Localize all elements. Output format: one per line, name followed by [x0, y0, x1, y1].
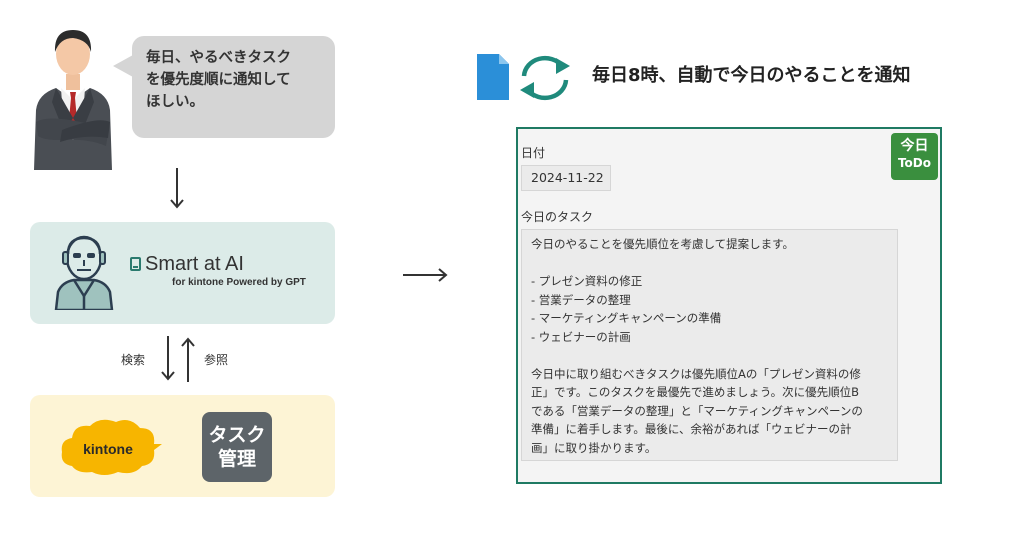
task-text-line: - プレゼン資料の修正 — [531, 274, 643, 288]
tasks-field-label: 今日のタスク — [521, 210, 594, 224]
task-text-line: - マーケティングキャンペーンの準備 — [531, 311, 722, 325]
task-text-line: である「営業データの整理」と「マーケティングキャンペーンの — [531, 403, 863, 418]
task-text-line: 正」です。このタスクを最優先で進めましょう。次に優先順位B — [531, 385, 860, 399]
reference-label: 参照 — [204, 353, 229, 367]
arrow-right-icon — [403, 268, 448, 282]
smart-at-ai-subtitle: for kintone Powered by GPT — [172, 277, 306, 288]
task-text-line: - ウェビナーの計画 — [531, 329, 631, 344]
arrow-down-icon — [161, 336, 175, 381]
speech-bubble-tail — [113, 55, 133, 77]
request-line: 毎日、やるべきタスク — [146, 50, 291, 66]
todo-badge-line2: ToDo — [897, 156, 932, 170]
task-text-line: - 営業データの整理 — [531, 292, 631, 307]
smart-at-ai-brand-name: Smart at AI — [145, 253, 244, 275]
notification-headline: 毎日8時、自動で今日のやることを通知 — [592, 65, 911, 86]
request-line: を優先度順に通知して — [146, 72, 291, 88]
kintone-logo: kintone — [61, 419, 162, 475]
task-text-line — [531, 346, 889, 365]
arrow-down-icon — [170, 168, 184, 209]
todo-app-badge: 今日 ToDo — [891, 133, 938, 180]
task-text-line: 画」に取り掛かります。 — [531, 440, 657, 455]
task-management-tile: タスク 管理 — [202, 412, 272, 482]
today-tasks-field[interactable]: 今日のやることを優先順位を考慮して提案します。 - プレゼン資料の修正 - 営業… — [521, 229, 898, 461]
search-label: 検索 — [121, 353, 146, 367]
request-speech-bubble: 毎日、やるべきタスク を優先度順に通知して ほしい。 — [132, 36, 335, 138]
task-text-line: 今日中に取り組むべきタスクは優先順位Aの「プレゼン資料の修 — [531, 366, 861, 381]
request-line: ほしい。 — [146, 94, 204, 110]
businessman-icon — [34, 30, 112, 170]
date-field-label: 日付 — [521, 146, 546, 160]
arrow-up-icon — [181, 337, 195, 382]
date-field[interactable]: 2024-11-22 — [521, 165, 611, 191]
smart-at-ai-logo-icon — [130, 257, 141, 271]
task-text-line: 今日のやることを優先順位を考慮して提案します。 — [531, 237, 795, 251]
task-tile-line: タスク — [208, 424, 266, 446]
todo-badge-line1: 今日 — [900, 138, 929, 154]
kintone-logo-text: kintone — [83, 441, 133, 457]
task-text-line — [531, 254, 889, 273]
sync-icon — [520, 55, 570, 101]
smart-at-ai-logo: Smart at AI — [130, 254, 330, 274]
task-tile-line: 管理 — [217, 448, 256, 470]
ai-robot-icon — [54, 235, 114, 310]
document-icon — [477, 54, 509, 100]
task-text-line: 準備」に着手します。最後に、余裕があれば「ウェビナーの計 — [531, 422, 852, 436]
